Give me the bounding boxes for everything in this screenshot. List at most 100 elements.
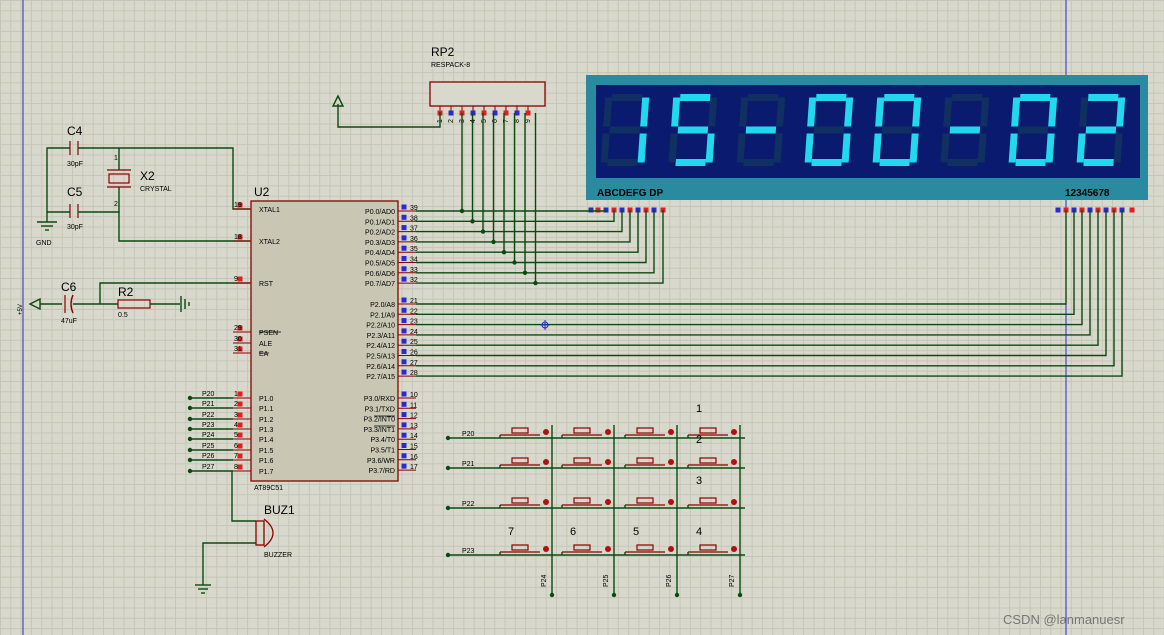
u2-pin-number: 4 — [234, 422, 238, 429]
u2-pin-name: P2.5/A13 — [366, 354, 395, 361]
u2-body — [250, 200, 399, 482]
u2-pin-number: 27 — [410, 360, 418, 367]
u2-pin-number: 2 — [234, 401, 238, 408]
wire-junction — [674, 592, 680, 598]
u2-pin-name: P1.5 — [259, 448, 274, 455]
display-segment — [600, 133, 610, 163]
x2-ref: X2 — [140, 169, 155, 183]
keypad-button[interactable] — [624, 427, 674, 438]
display-pin-marker — [588, 207, 594, 213]
r2-resistor[interactable]: R2 0.5 — [117, 285, 151, 319]
u2-pin-marker — [401, 463, 407, 469]
button-contact-icon — [543, 459, 549, 465]
u2-pin-marker — [401, 391, 407, 397]
vcc-arrow-icon — [28, 297, 41, 311]
u2-pin-number: 12 — [410, 413, 418, 420]
buzzer-wire — [231, 471, 256, 522]
xtal2-wire — [78, 211, 250, 242]
keypad-button[interactable] — [561, 427, 611, 438]
display-segment — [804, 133, 814, 163]
rp2-value: RESPACK-8 — [431, 62, 470, 69]
p1-net-label: P27 — [202, 464, 215, 471]
u2-pin-name: P0.0/AD0 — [365, 209, 395, 216]
u2-pin-number: 36 — [410, 236, 418, 243]
buz1-ref: BUZ1 — [264, 503, 295, 517]
ground-icon — [195, 584, 211, 594]
display-digit — [1076, 94, 1126, 166]
display-segment — [943, 97, 953, 127]
keypad-key-label: 4 — [696, 526, 702, 538]
u2-pin-marker — [237, 464, 243, 470]
u2-pin-number: 34 — [410, 257, 418, 264]
buz1-buzzer[interactable]: BUZ1 BUZZER — [255, 503, 295, 559]
u2-pin-name: P0.7/AD7 — [365, 281, 395, 288]
power-arrow-icon — [331, 94, 345, 107]
display-segment — [1045, 133, 1055, 163]
x2-crystal[interactable]: X2 CRYSTAL 1 2 — [107, 155, 172, 208]
rp2-pin-marker — [514, 110, 520, 116]
u2-pin-marker — [401, 359, 407, 365]
keypad-button[interactable] — [687, 544, 737, 555]
u2-pin-name: P1.6 — [259, 458, 274, 465]
keypad-button[interactable] — [687, 457, 737, 468]
keypad-button[interactable] — [499, 497, 549, 508]
seven-segment-display[interactable]: ABCDEFG DP 12345678 — [586, 75, 1148, 213]
u2-pin-number: 1 — [234, 391, 238, 398]
c6-ref: C6 — [61, 280, 77, 294]
u2-pin-number: 32 — [410, 277, 418, 284]
u2-pin-number: 31 — [234, 346, 242, 353]
u2-pin-number: 33 — [410, 267, 418, 274]
display-segment — [640, 97, 650, 127]
u2-pin-marker — [401, 369, 407, 375]
keypad-button[interactable] — [561, 457, 611, 468]
keypad-key-label: 6 — [570, 526, 576, 538]
keypad-button[interactable] — [624, 457, 674, 468]
u2-pin-name: P2.4/A12 — [366, 343, 395, 350]
c6-capacitor[interactable]: C6 47uF — [61, 280, 77, 325]
u2-pin-marker — [401, 453, 407, 459]
u2-pin-number: 37 — [410, 226, 418, 233]
c4-capacitor[interactable]: C4 30pF — [67, 124, 83, 168]
u2-microcontroller[interactable]: U2 AT89C51 19XTAL118XTAL29RST29PSEN30ALE… — [233, 185, 418, 492]
display-segment — [881, 126, 913, 134]
wire-junction — [445, 465, 451, 471]
u2-pin-name: P0.3/AD3 — [365, 240, 395, 247]
u2-pin-marker — [237, 432, 243, 438]
u2-pin-number: 10 — [410, 392, 418, 399]
u2-pin-marker — [401, 349, 407, 354]
keypad-button[interactable] — [687, 427, 737, 438]
display-segment — [736, 133, 746, 163]
display-pin-marker — [1129, 207, 1135, 213]
u2-pin-number: 35 — [410, 246, 418, 253]
keypad-button[interactable] — [624, 544, 674, 555]
display-segment — [949, 126, 981, 134]
u2-pin-name: PSEN — [259, 330, 278, 337]
rp2-pin-number: 5 — [481, 119, 488, 123]
rp2-pin-number: 4 — [470, 119, 477, 123]
display-pin-marker — [595, 207, 601, 213]
keypad-button[interactable] — [499, 544, 549, 555]
c5-capacitor[interactable]: C5 30pF — [67, 185, 83, 231]
u2-pin-name: XTAL2 — [259, 239, 280, 246]
display-segment — [872, 133, 882, 163]
keypad-button[interactable] — [624, 497, 674, 508]
u2-pin-name: P3.5/T1 — [370, 448, 395, 455]
buzzer-ground-wire — [202, 542, 256, 585]
p1-net-label: P22 — [202, 412, 215, 419]
keypad-button[interactable] — [499, 427, 549, 438]
u2-pin-number: 18 — [234, 234, 242, 241]
keypad-button[interactable] — [561, 497, 611, 508]
display-segment — [747, 94, 779, 101]
u2-pin-number: 16 — [410, 454, 418, 461]
keypad-button[interactable] — [499, 457, 549, 468]
keypad-button[interactable] — [561, 544, 611, 555]
display-segment — [671, 97, 681, 127]
keypad-button[interactable] — [687, 497, 737, 508]
display-digit — [736, 94, 786, 166]
display-segment — [883, 94, 915, 101]
u2-pin-name: P1.1 — [259, 406, 274, 413]
vcc-label: +5V — [18, 304, 24, 315]
display-segment — [668, 133, 678, 163]
